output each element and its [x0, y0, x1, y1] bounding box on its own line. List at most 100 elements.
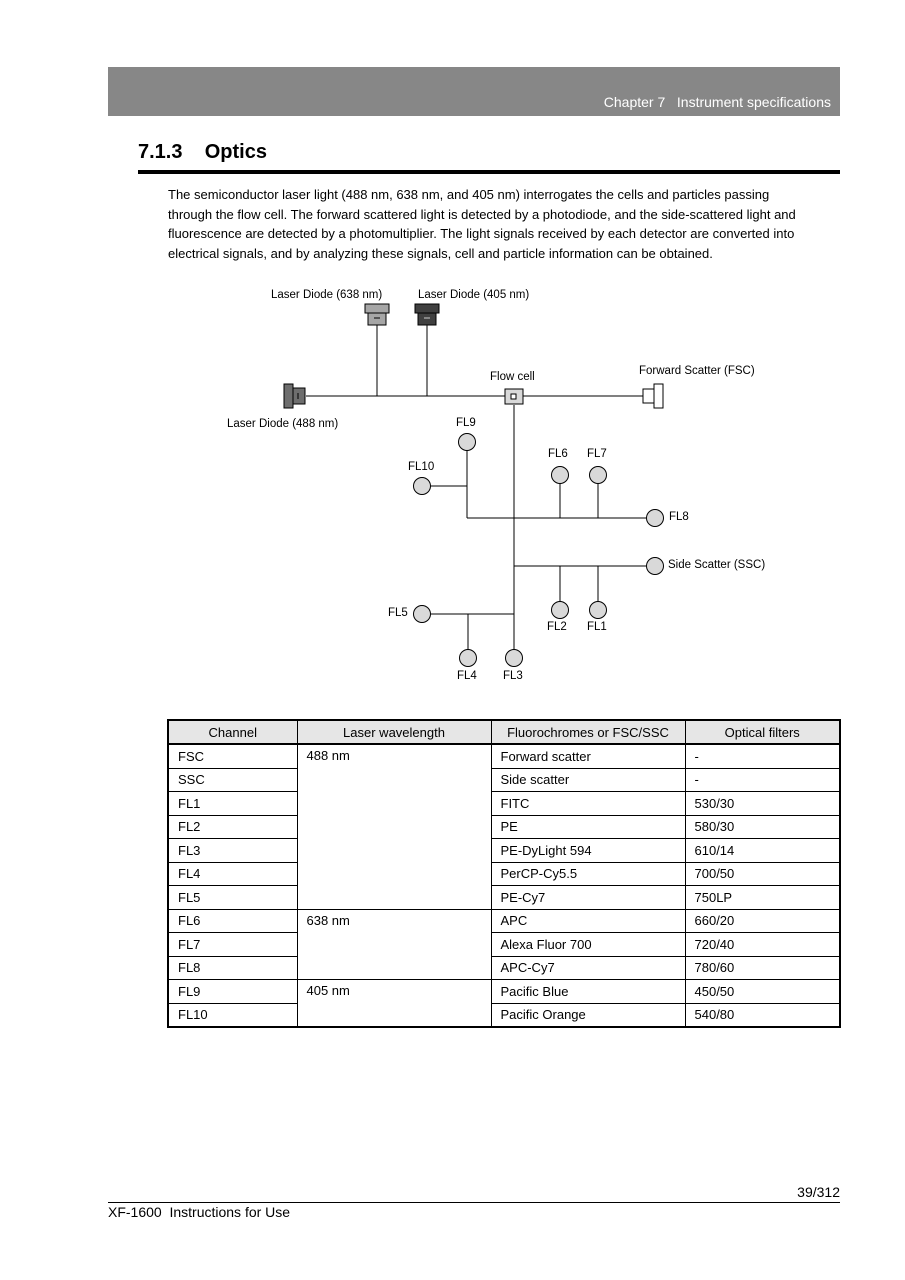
table-row: FL2 PE 580/30 [167, 814, 841, 839]
laser-488-label: Laser Diode (488 nm) [227, 418, 338, 430]
body-line: The semiconductor laser light (488 nm, 6… [168, 187, 770, 202]
table-header-row: Channel Laser wavelength Fluorochromes o… [167, 719, 841, 745]
fl8-label: FL8 [669, 511, 689, 523]
optics-diagram: Laser Diode (638 nm) Laser Diode (405 nm… [227, 289, 765, 682]
fl5-detector-icon [413, 605, 431, 623]
fl2-label: FL2 [547, 621, 567, 633]
fl2-detector-icon [551, 601, 569, 619]
filter-cell: 780/60 [684, 955, 841, 980]
filter-cell: 660/20 [684, 908, 841, 933]
table-row: FL8 APC-Cy7 780/60 [167, 955, 841, 980]
filter-cell: 580/30 [684, 814, 841, 839]
filter-cell: 700/50 [684, 861, 841, 886]
fl10-detector-icon [413, 477, 431, 495]
fl9-label: FL9 [456, 417, 476, 429]
fl7-label: FL7 [587, 448, 607, 460]
body-line: through the flow cell. The forward scatt… [168, 206, 796, 222]
optics-spec-table: Channel Laser wavelength Fluorochromes o… [167, 719, 841, 1028]
laser-diode-405-icon [414, 303, 440, 326]
fl4-detector-icon [459, 649, 477, 667]
document-title: XF-1600 Instructions for Use [108, 1204, 291, 1220]
filter-cell: 540/80 [684, 1002, 841, 1028]
channel-cell: SSC [167, 767, 298, 792]
fluorochrome-cell: FITC [490, 791, 686, 816]
laser-wavelength-cell: 405 nm [296, 979, 492, 1028]
fl1-detector-icon [589, 601, 607, 619]
fluorochrome-cell: PE [490, 814, 686, 839]
table-row: FL10 Pacific Orange 540/80 [167, 1002, 841, 1028]
table-row: FL6 638 nm APC 660/20 [167, 908, 841, 980]
filter-cell: 530/30 [684, 791, 841, 816]
laser-638-label: Laser Diode (638 nm) [271, 289, 382, 301]
column-header: Fluorochromes or FSC/SSC [490, 719, 686, 745]
laser-wavelength-cell: 638 nm [296, 908, 492, 980]
fl8-detector-icon [646, 509, 664, 527]
channel-cell: FL9 [167, 979, 298, 1004]
channel-cell: FL3 [167, 838, 298, 863]
fl10-label: FL10 [408, 461, 434, 473]
fluorochrome-cell: APC-Cy7 [490, 955, 686, 980]
table-row: FL3 PE-DyLight 594 610/14 [167, 838, 841, 863]
fsc-label: Forward Scatter (FSC) [639, 365, 755, 377]
fluorochrome-cell: PerCP-Cy5.5 [490, 861, 686, 886]
body-line: fluorescence are detected by a photomult… [168, 226, 795, 242]
table-row: FL1 FITC 530/30 [167, 791, 841, 816]
channel-cell: FSC [167, 743, 298, 769]
fl6-label: FL6 [548, 448, 568, 460]
fluorochrome-cell: PE-DyLight 594 [490, 838, 686, 863]
table-row: FL5 PE-Cy7 750LP [167, 885, 841, 910]
fluorochrome-cell: PE-Cy7 [490, 885, 686, 910]
fluorochrome-cell: Side scatter [490, 767, 686, 792]
channel-cell: FL7 [167, 932, 298, 957]
filter-cell: - [684, 767, 841, 792]
fluorochrome-cell: Alexa Fluor 700 [490, 932, 686, 957]
fl9-detector-icon [458, 433, 476, 451]
fl3-detector-icon [505, 649, 523, 667]
fluorochrome-cell: Forward scatter [490, 743, 686, 769]
filter-cell: 610/14 [684, 838, 841, 863]
channel-cell: FL4 [167, 861, 298, 886]
channel-cell: FL6 [167, 908, 298, 933]
table-row: FL7 Alexa Fluor 700 720/40 [167, 932, 841, 957]
page-header-bar: Chapter 7 Instrument specifications [108, 67, 840, 116]
ssc-label: Side Scatter (SSC) [668, 559, 765, 571]
filter-cell: - [684, 743, 841, 769]
table-row: FL9 405 nm Pacific Blue 450/50 [167, 979, 841, 1028]
filter-cell: 750LP [684, 885, 841, 910]
body-line: electrical signals, and by analyzing the… [168, 245, 713, 261]
chapter-title: Chapter 7 Instrument specifications [603, 94, 831, 110]
page-number: 39/312 [797, 1184, 840, 1200]
flow-cell-label: Flow cell [490, 371, 535, 383]
laser-405-label: Laser Diode (405 nm) [418, 289, 529, 301]
fl4-label: FL4 [457, 670, 477, 682]
filter-cell: 720/40 [684, 932, 841, 957]
fluorochrome-cell: Pacific Orange [490, 1002, 686, 1028]
fsc-photodiode-icon [642, 383, 664, 409]
channel-cell: FL1 [167, 791, 298, 816]
section-title: 7.1.3 Optics [138, 141, 267, 163]
fl7-detector-icon [589, 466, 607, 484]
channel-cell: FL10 [167, 1002, 298, 1028]
filter-cell: 450/50 [684, 979, 841, 1004]
fl6-detector-icon [551, 466, 569, 484]
section-divider [138, 170, 840, 174]
table-row: FL4 PerCP-Cy5.5 700/50 [167, 861, 841, 886]
fl1-label: FL1 [587, 621, 607, 633]
column-header: Optical filters [684, 719, 841, 745]
laser-diode-488-icon [283, 383, 306, 409]
table-row: SSC Side scatter - [167, 767, 841, 792]
ssc-detector-icon [646, 557, 664, 575]
fl5-label: FL5 [388, 607, 408, 619]
footer-divider [108, 1202, 840, 1203]
fluorochrome-cell: Pacific Blue [490, 979, 686, 1004]
fluorochrome-cell: APC [490, 908, 686, 933]
laser-diode-638-icon [364, 303, 390, 326]
channel-cell: FL5 [167, 885, 298, 910]
flow-cell-icon [504, 388, 524, 405]
column-header: Channel [167, 719, 298, 745]
laser-wavelength-cell: 488 nm [296, 743, 492, 910]
channel-cell: FL8 [167, 955, 298, 980]
column-header: Laser wavelength [296, 719, 492, 745]
table-row: FSC 488 nm Forward scatter - [167, 743, 841, 910]
channel-cell: FL2 [167, 814, 298, 839]
